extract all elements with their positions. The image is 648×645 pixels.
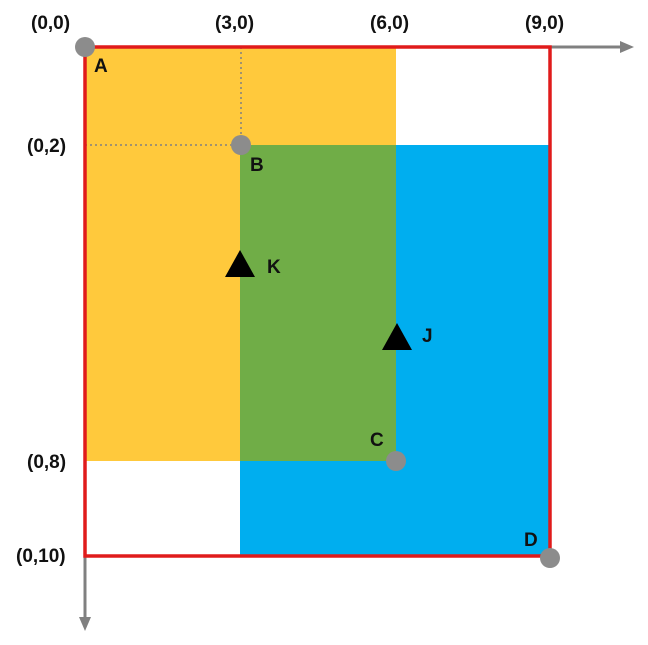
grey-dot-icon (540, 548, 560, 568)
label-x3: (3,0) (215, 13, 254, 34)
label-y2: (0,2) (27, 136, 66, 157)
point-label-d: D (524, 530, 538, 551)
label-origin: (0,0) (31, 13, 70, 34)
grey-dot-icon (231, 135, 251, 155)
y-axis-arrow-icon (79, 617, 91, 631)
label-x9: (9,0) (525, 13, 564, 34)
point-label-k: K (267, 257, 281, 278)
point-label-c: C (370, 430, 384, 451)
point-label-j: J (422, 326, 433, 347)
grey-dot-icon (386, 451, 406, 471)
black-triangle-icon (382, 323, 412, 350)
label-x6: (6,0) (370, 13, 409, 34)
overlap-region (240, 145, 396, 461)
point-label-b: B (250, 155, 264, 176)
black-triangle-icon (225, 250, 255, 277)
label-y8: (0,8) (27, 452, 66, 473)
label-y10: (0,10) (16, 546, 66, 567)
grey-dot-icon (75, 37, 95, 57)
point-label-a: A (94, 56, 108, 77)
boundary-rectangle (83, 45, 552, 558)
x-axis-arrow-icon (620, 41, 634, 53)
